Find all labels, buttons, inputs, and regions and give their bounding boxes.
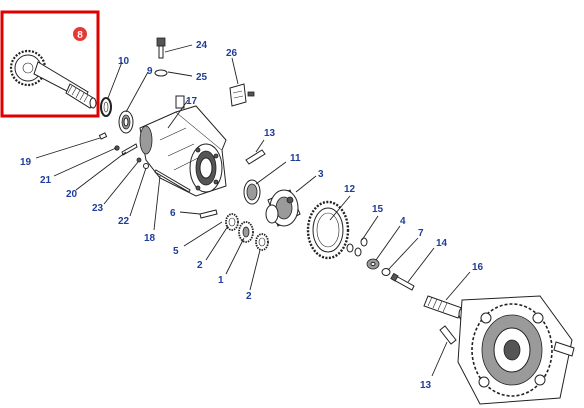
callout-12[interactable]: 12 [344,184,356,195]
callout-15[interactable]: 15 [372,204,384,215]
callout-labels: 24 25 26 9 10 17 13 11 3 12 15 4 7 14 16… [20,40,484,391]
leader-lines [35,44,471,377]
callout-17[interactable]: 17 [186,96,198,107]
callout-5[interactable]: 5 [173,246,179,257]
callout-11[interactable]: 11 [290,153,301,164]
part-13-pin-upper[interactable] [245,149,266,165]
part-24-bolt[interactable] [156,37,166,59]
part-9-bearing[interactable] [118,110,134,134]
part-19-pin[interactable] [98,132,108,140]
part-11-bearing-cup[interactable] [243,179,261,205]
part-8-drive-shaft[interactable] [9,49,97,109]
callout-4[interactable]: 4 [400,216,406,227]
part-18-rod[interactable] [154,169,191,193]
part-17-axle-housing[interactable] [139,95,227,197]
callout-9[interactable]: 9 [147,66,153,77]
callout-25[interactable]: 25 [196,72,208,83]
part-1-planet-gear[interactable] [238,221,254,243]
part-14-bolt[interactable] [390,272,415,291]
part-22-washer[interactable] [143,163,149,169]
part-10-seal[interactable] [100,97,112,117]
callout-1[interactable]: 1 [218,275,224,286]
part-6-pin[interactable] [199,209,218,219]
callout-2-upper[interactable]: 2 [197,260,203,271]
highlight-frame [0,10,100,118]
part-4-washer[interactable] [366,258,380,270]
callout-10[interactable]: 10 [118,56,130,67]
highlight-badge-number: 8 [77,30,83,41]
part-13-pin-lower[interactable] [439,325,457,345]
callout-20[interactable]: 20 [66,189,78,200]
callout-19[interactable]: 19 [20,157,32,168]
callout-26[interactable]: 26 [226,48,238,59]
callout-13-upper[interactable]: 13 [264,128,276,139]
highlight-badge [73,27,87,41]
final-drive-housing[interactable] [457,295,575,405]
callout-13-lower[interactable]: 13 [420,380,432,391]
part-21-screw[interactable] [114,145,120,151]
part-7-nut[interactable] [381,268,391,276]
callout-3[interactable]: 3 [318,169,324,180]
callout-24[interactable]: 24 [196,40,208,51]
callout-6[interactable]: 6 [170,208,176,219]
callout-7[interactable]: 7 [418,228,424,239]
callout-2-lower[interactable]: 2 [246,291,252,302]
callout-22[interactable]: 22 [118,216,130,227]
callout-18[interactable]: 18 [144,233,156,244]
callout-14[interactable]: 14 [436,238,448,249]
part-15-shims[interactable] [346,237,368,257]
part-2-gear-lower[interactable] [255,233,269,251]
callout-23[interactable]: 23 [92,203,104,214]
part-3-differential[interactable] [265,189,301,227]
part-2-gear-upper[interactable] [225,213,239,231]
part-25-o-ring[interactable] [154,69,168,77]
part-12-ring-gear[interactable] [306,200,350,260]
part-23-screw[interactable] [136,157,142,163]
callout-21[interactable]: 21 [40,175,52,186]
part-26-plate[interactable] [229,83,255,107]
callout-16[interactable]: 16 [472,262,484,273]
